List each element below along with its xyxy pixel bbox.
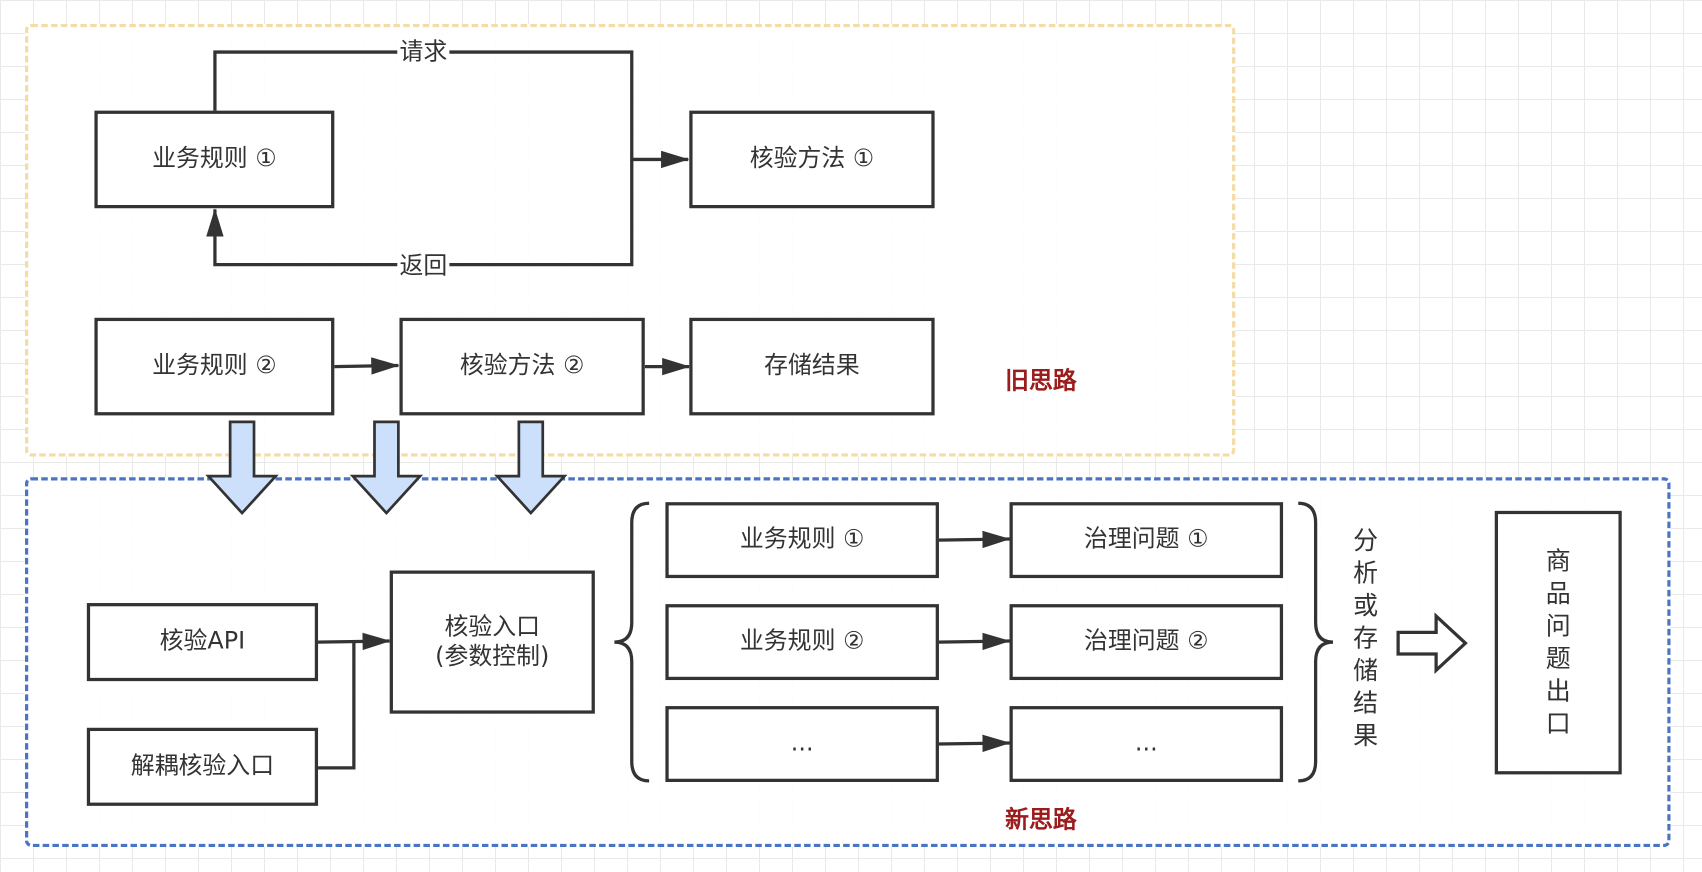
- check-api-box: 核验API: [86, 603, 319, 682]
- left-brace: [614, 501, 650, 783]
- decoupled-entry-box: 解耦核验入口: [86, 727, 319, 806]
- new-rule-1-box: 业务规则 ①: [665, 502, 939, 579]
- return-label: 返回: [397, 254, 450, 279]
- check-entry-box: 核验入口 (参数控制): [389, 570, 595, 714]
- api-to-entry-arrow: [316, 632, 391, 651]
- new-approach-title: 新思路: [1005, 806, 1077, 835]
- row2-arrow: [937, 632, 1011, 651]
- down-arrow-3: [494, 420, 568, 516]
- decoupled-to-entry-connector: [316, 642, 356, 770]
- old-rule-1-box: 业务规则 ①: [94, 110, 335, 209]
- product-issue-output-box: 商品问题出口: [1494, 510, 1622, 775]
- request-connector: [213, 50, 690, 169]
- governance-issue-2-box: 治理问题 ②: [1009, 604, 1284, 681]
- new-rule-2-box: 业务规则 ②: [665, 604, 939, 681]
- store-result-box: 存储结果: [689, 317, 935, 416]
- governance-issue-1-box: 治理问题 ①: [1009, 502, 1284, 579]
- old-check-method-1-box: 核验方法 ①: [689, 110, 935, 209]
- old-rule-2-box: 业务规则 ②: [94, 317, 335, 416]
- governance-issue-more-box: ...: [1009, 706, 1284, 782]
- down-arrow-1: [205, 420, 279, 516]
- row3-arrow: [937, 734, 1011, 753]
- old-approach-title: 旧思路: [1005, 367, 1077, 395]
- analysis-or-store-text: 分析或存储结果: [1353, 527, 1379, 751]
- new-rule-more-box: ...: [665, 706, 939, 782]
- rule2-to-method2-arrow: [334, 357, 400, 375]
- row1-arrow: [937, 530, 1011, 549]
- right-hollow-arrow: [1396, 612, 1468, 675]
- request-label: 请求: [397, 41, 450, 66]
- old-check-method-2-box: 核验方法 ②: [399, 317, 645, 416]
- right-brace: [1298, 501, 1334, 783]
- down-arrow-2: [349, 420, 424, 516]
